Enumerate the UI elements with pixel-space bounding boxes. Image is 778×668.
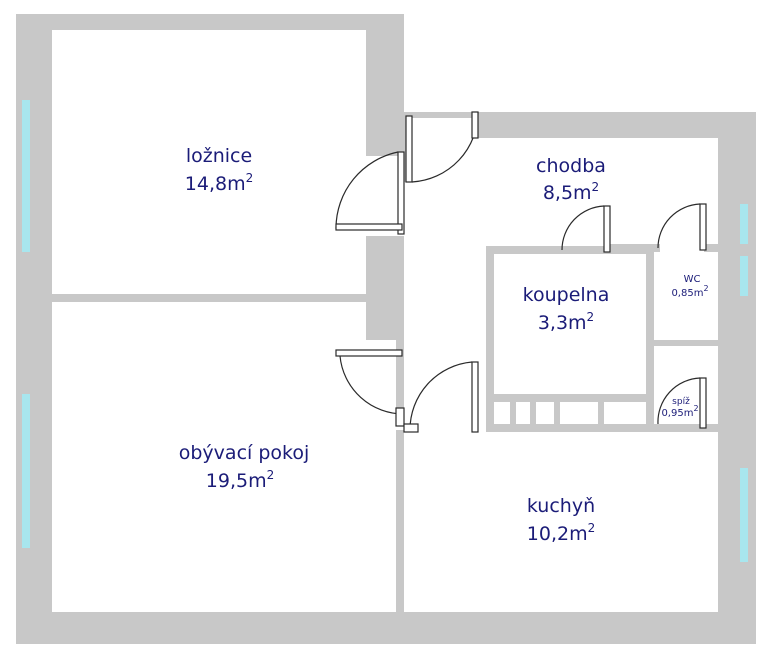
wall-wc-bottom <box>654 340 718 346</box>
door-kitchen-swing <box>409 361 473 431</box>
window-right-wc <box>740 256 748 296</box>
room-labels: ložnice 14,8m2 chodba 8,5m2 koupelna 3,3… <box>179 145 709 545</box>
window-left-lower <box>22 394 30 548</box>
room-name-obyvaci-pokoj: obývací pokoj <box>179 442 310 464</box>
wall-top-left <box>16 14 404 30</box>
door-bedroom-jamb <box>335 223 403 231</box>
window-right-kitchen <box>740 468 748 562</box>
door-wc-leaf <box>699 203 707 251</box>
room-area-spiz: 0,95m2 <box>661 404 698 419</box>
wall-bath-post-3 <box>554 402 560 424</box>
room-area-kuchyn: 10,2m2 <box>527 521 595 545</box>
door-pantry-swing <box>657 377 701 425</box>
door-entry-leaf-left <box>405 115 413 183</box>
door-kitchen-leaf <box>471 361 479 433</box>
door-bath-leaf <box>603 205 611 253</box>
room-area-chodba: 8,5m2 <box>543 180 599 204</box>
wall-hall-corner <box>704 244 718 252</box>
wall-bedroom-right-upper <box>366 30 404 156</box>
door-entry-swing <box>411 111 479 183</box>
window-frame-left-upper <box>16 96 52 256</box>
door-pantry-leaf <box>699 377 707 429</box>
windows <box>16 96 748 562</box>
wall-bottom <box>16 612 756 644</box>
room-name-kuchyn: kuchyň <box>527 495 595 517</box>
window-frame-left-lower <box>16 390 52 552</box>
wall-living-kitchen <box>396 430 404 612</box>
room-area-obyvaci-pokoj: 19,5m2 <box>206 468 274 492</box>
door-bedroom-swing <box>335 151 399 229</box>
wall-right-upper-pier <box>718 112 756 200</box>
window-left-upper <box>22 100 30 252</box>
door-bedroom-leaf <box>397 151 405 235</box>
door-bath-swing <box>561 205 605 251</box>
wall-top-right <box>478 112 756 138</box>
room-name-chodba: chodba <box>536 155 606 177</box>
door-living-swing <box>339 355 405 415</box>
room-name-loznice: ložnice <box>186 145 252 167</box>
wall-bed-living-divider <box>52 294 366 302</box>
room-area-wc: 0,85m2 <box>671 284 708 299</box>
wall-bath-left <box>486 246 494 432</box>
wall-bath-post-4 <box>598 402 604 424</box>
wall-hall-left-lower <box>396 340 404 414</box>
wall-wc-right-pier <box>718 296 756 466</box>
door-entry-leaf-right <box>471 111 479 139</box>
wall-bedroom-right-lower <box>366 236 404 340</box>
door-living-leaf <box>395 407 405 427</box>
wall-bath-post-2 <box>530 402 536 424</box>
door-kitchen-jamb <box>403 423 419 433</box>
door-living-jamb <box>335 349 403 357</box>
wall-bath-post-1 <box>510 402 516 424</box>
window-right-hall <box>740 204 748 244</box>
room-area-loznice: 14,8m2 <box>185 171 253 195</box>
door-wc-swing <box>657 203 701 249</box>
room-name-koupelna: koupelna <box>523 284 610 306</box>
bathroom-walls <box>486 244 756 466</box>
wall-hall-bath-top <box>610 244 660 252</box>
room-name-spiz: spíž <box>672 397 690 407</box>
doors <box>335 111 707 433</box>
wall-bath-top <box>486 246 650 254</box>
wall-bath-right <box>646 246 654 432</box>
wall-bath-inner-bottom <box>494 394 646 402</box>
room-area-koupelna: 3,3m2 <box>538 310 594 334</box>
wall-bath-bottom <box>486 424 718 432</box>
interior-walls <box>52 30 756 612</box>
room-name-wc: WC <box>684 274 701 285</box>
wall-hall-top-stub <box>404 112 478 118</box>
